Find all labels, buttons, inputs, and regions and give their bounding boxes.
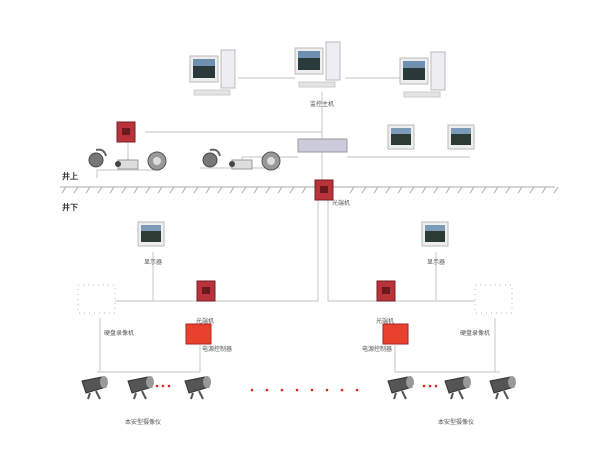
connection-lines [96,77,500,373]
ground-hatch [445,186,451,194]
power-controller-right-label: 电源控制器 [362,346,393,353]
continuation-dot [155,384,159,388]
ground-hatch [457,186,463,194]
ground-hatch [61,186,67,194]
ground-hatch [529,186,535,194]
continuation-dot [325,388,329,392]
monitor-left-label: 显示器 [144,259,163,266]
ground-hatch [553,186,559,194]
monitor-surface-1-icon [387,124,415,150]
optical-terminal-surface-icon [116,121,136,143]
continuation-dot [340,388,344,392]
continuation-dot [161,384,165,388]
ground-hatch [385,186,391,194]
continuation-dot [310,388,314,392]
ground-hatch [145,186,151,194]
monitor-surface-2-icon [447,124,475,150]
ground-hatch [253,186,259,194]
ground-hatch [73,186,79,194]
ground-hatch [85,186,91,194]
bullet-camera-icon [261,151,281,171]
ground-hatch [193,186,199,194]
ground-hatch [373,186,379,194]
intrinsically-safe-camera-icon [387,375,415,400]
intrinsically-safe-camera-icon [127,375,155,400]
continuation-dot [355,388,359,392]
continuation-dot [428,384,432,388]
continuation-dot [265,388,269,392]
ground-hatch [241,186,247,194]
ground-hatch [181,186,187,194]
dome-camera-icon [202,148,221,168]
ground-hatch [361,186,367,194]
ground-hatch [229,186,235,194]
intrinsically-safe-camera-icon [184,375,212,400]
dvr-left-label: 硬盘录像机 [104,330,135,337]
ground-hatch [397,186,403,194]
optical-terminal-main-label: 光端机 [332,200,351,207]
ground-hatch [157,186,163,194]
ground-hatch [301,186,307,194]
optical-terminal-right-icon [376,280,396,302]
ground-hatch [97,186,103,194]
intrinsically-safe-camera-icon [81,375,109,400]
ground-hatch [133,186,139,194]
ground-hatch [409,186,415,194]
camera-left-label: 本安型摄像仪 [125,419,162,426]
monitor-right-icon [421,221,449,247]
workstation-left-icon [189,49,236,96]
optical-terminal-left-icon [196,280,216,302]
host-label: 监控主机 [310,101,335,108]
optical-terminal-left-label: 光端机 [196,318,215,325]
ground-hatch [217,186,223,194]
ground-hatch [469,186,475,194]
dvr-right-label: 硬盘录像机 [460,330,491,337]
box-camera-icon [228,159,253,170]
box-camera-icon [114,159,139,170]
power-controller-right-icon [382,323,409,345]
monitor-right-label: 显示器 [427,259,446,266]
dvr-right-icon [474,284,513,314]
intrinsically-safe-camera-icon [489,375,517,400]
dome-camera-icon [88,148,107,168]
intrinsically-safe-camera-icon [444,375,472,400]
optical-terminal-right-label: 光端机 [376,318,395,325]
continuation-dot [434,384,438,388]
continuation-dot [280,388,284,392]
optical-terminal-main-icon [314,179,334,201]
camera-right-label: 本安型摄像仪 [438,419,475,426]
ground-hatch [265,186,271,194]
ground-hatch [433,186,439,194]
monitoring-host-icon [294,41,341,88]
continuation-dot [250,388,254,392]
ground-hatch [505,186,511,194]
ground-line [60,186,559,194]
dvr-left-icon [77,284,116,314]
continuation-dot [167,384,171,388]
ground-hatch [541,186,547,194]
ground-hatch [205,186,211,194]
continuation-dot [422,384,426,388]
ground-hatch [349,186,355,194]
ground-hatch [121,186,127,194]
monitor-left-icon [137,221,165,247]
ground-hatch [493,186,499,194]
above-ground-label: 井上 [62,172,78,181]
ground-hatch [109,186,115,194]
power-controller-left-icon [185,323,212,345]
workstation-right-icon [399,51,446,98]
ground-hatch [421,186,427,194]
ground-hatch [289,186,295,194]
ground-hatch [169,186,175,194]
ground-hatch [517,186,523,194]
bullet-camera-icon [147,151,167,171]
ground-hatch [481,186,487,194]
continuation-dot [295,388,299,392]
ground-hatch [277,186,283,194]
video-switch-icon [297,138,348,153]
power-controller-left-label: 电源控制器 [202,346,233,353]
below-ground-label: 井下 [62,203,78,212]
